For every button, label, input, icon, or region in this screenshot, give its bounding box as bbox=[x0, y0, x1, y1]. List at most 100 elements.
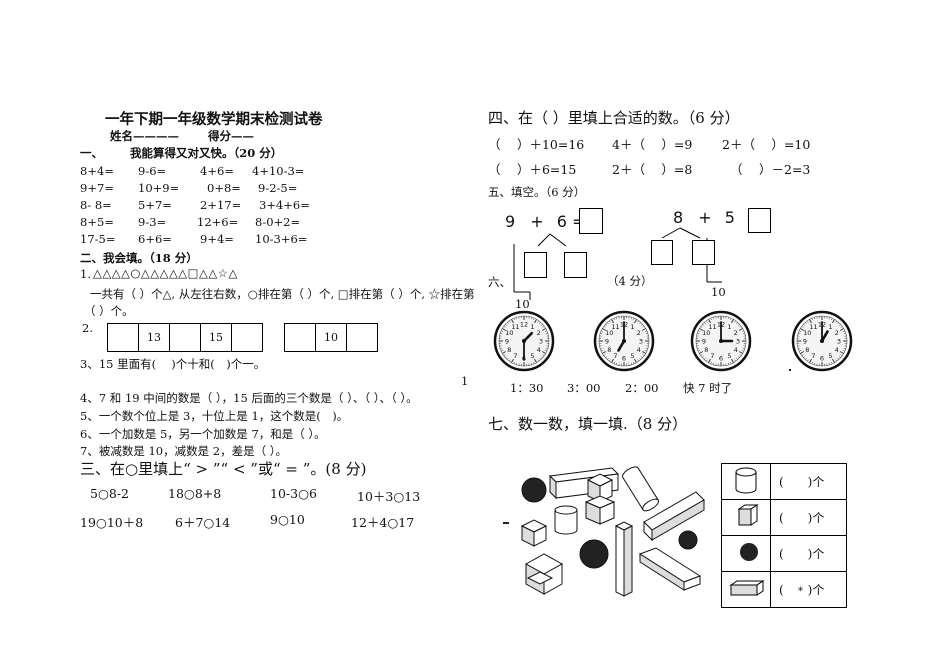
number-box[interactable] bbox=[107, 323, 139, 352]
calc-problem[interactable]: 6+6= bbox=[138, 232, 172, 246]
clock-tick bbox=[645, 333, 648, 335]
clock-numeral: 4 bbox=[835, 346, 839, 354]
compare-problem[interactable]: 5○8-2 bbox=[90, 486, 129, 501]
calc-problem[interactable]: 9-2-5= bbox=[258, 181, 298, 195]
clock-numeral: 9 bbox=[803, 338, 807, 346]
calc-problem[interactable]: 10-3+6= bbox=[255, 232, 308, 246]
clock-numeral: 3 bbox=[539, 338, 543, 346]
calc-problem[interactable]: 17-5= bbox=[80, 232, 116, 246]
asterisk-mark: * bbox=[798, 586, 803, 597]
calc-problem[interactable]: 4+10-3= bbox=[252, 164, 305, 178]
number-box[interactable] bbox=[284, 323, 316, 352]
q3[interactable]: 3、15 里面有( )个十和( )个一。 bbox=[80, 357, 266, 371]
calc-problem[interactable]: 9-3= bbox=[138, 215, 167, 229]
calc-problem[interactable]: 9-6= bbox=[138, 164, 167, 178]
clock-tick bbox=[697, 333, 700, 335]
number-box[interactable] bbox=[169, 323, 201, 352]
calc-problem[interactable]: 12+6= bbox=[197, 215, 239, 229]
q5[interactable]: 5、一个数个位上是 3，十位上是 1，这个数是( )。 bbox=[80, 409, 349, 423]
clock-tick bbox=[502, 351, 507, 354]
clock-tick bbox=[727, 362, 729, 365]
fill-problem[interactable]: （ ）＋6=15 bbox=[488, 162, 577, 177]
split-box[interactable] bbox=[651, 240, 673, 265]
clock-tick bbox=[803, 324, 806, 326]
calc-problem[interactable]: 2+17= bbox=[200, 198, 242, 212]
clock-numeral: 6 bbox=[820, 355, 824, 363]
compare-problem[interactable]: 10-3○6 bbox=[270, 486, 317, 501]
clock-tick bbox=[537, 359, 539, 362]
compare-problem[interactable]: 19○10＋8 bbox=[80, 515, 144, 530]
q6[interactable]: 6、一个加数是 5，另一个加数是 7，和是（ ）。 bbox=[80, 427, 326, 441]
clock-tick bbox=[540, 356, 543, 358]
clock-tick bbox=[832, 319, 835, 324]
number-box: 15 bbox=[200, 323, 232, 352]
ten-label: 10 bbox=[515, 297, 530, 311]
calc-problem[interactable]: 0+8= bbox=[207, 181, 241, 195]
clock-tick bbox=[713, 317, 715, 320]
calc-problem[interactable]: 5+7= bbox=[138, 198, 172, 212]
q4[interactable]: 4、7 和 19 中间的数是（ ），15 后面的三个数是（ ）、（ ）、（ ）。 bbox=[80, 391, 418, 405]
clock-numeral: 7 bbox=[613, 352, 617, 360]
compare-problem[interactable]: 6＋7○14 bbox=[175, 515, 231, 530]
answer-cell[interactable]: ( )个 bbox=[770, 571, 847, 608]
number-box[interactable] bbox=[346, 323, 378, 352]
split-box[interactable] bbox=[524, 252, 547, 278]
clock-tick bbox=[640, 324, 643, 326]
clock-numeral: 1 bbox=[630, 323, 634, 331]
calc-problem[interactable]: 9+7= bbox=[80, 181, 114, 195]
fill-problem[interactable]: （ ）＋10=16 bbox=[488, 137, 585, 152]
fill-problem[interactable]: 2＋（ ）=8 bbox=[612, 162, 693, 177]
sphere-icon bbox=[740, 543, 758, 561]
clock-tick bbox=[737, 324, 740, 326]
score-field[interactable]: 得分—— bbox=[208, 128, 254, 144]
clock-tick bbox=[503, 326, 506, 328]
fill-problem[interactable]: 2＋（ ）=10 bbox=[722, 137, 811, 152]
clock-tick bbox=[642, 354, 645, 356]
clock-tick bbox=[644, 330, 647, 332]
clock-tick bbox=[516, 362, 518, 365]
clock-tick bbox=[730, 318, 732, 321]
clock-tick bbox=[801, 326, 804, 328]
calc-problem[interactable]: 8+5= bbox=[80, 215, 114, 229]
calc-problem[interactable]: 8+4= bbox=[80, 164, 114, 178]
answer-box[interactable] bbox=[748, 208, 771, 233]
calc-problem[interactable]: 10+9= bbox=[138, 181, 180, 195]
clock-tick bbox=[541, 328, 546, 331]
compare-problem[interactable]: 10＋3○13 bbox=[357, 489, 421, 504]
answer-cell[interactable]: ( )个 bbox=[770, 463, 847, 500]
compare-problem[interactable]: 18○8+8 bbox=[168, 486, 222, 501]
calc-problem[interactable]: 8-0+2= bbox=[255, 215, 301, 229]
calc-problem[interactable]: 9+4= bbox=[200, 232, 234, 246]
clock-tick bbox=[801, 354, 804, 356]
clock-tick bbox=[741, 330, 744, 332]
compare-problem[interactable]: 12＋4○17 bbox=[351, 515, 415, 530]
q7[interactable]: 7、被减数是 10，减数是 2，差是（ ）。 bbox=[80, 444, 287, 458]
fill-problem[interactable]: 4＋（ ）=9 bbox=[612, 137, 693, 152]
clock-tick bbox=[710, 361, 712, 364]
calc-problem[interactable]: 3+4+6= bbox=[259, 198, 310, 212]
split-box[interactable] bbox=[692, 240, 715, 265]
q1-question-cont[interactable]: （ ）个。 bbox=[84, 304, 134, 318]
clock-tick bbox=[609, 359, 611, 362]
compare-problem[interactable]: 9○10 bbox=[270, 512, 305, 527]
q1-question[interactable]: 一共有（ ）个△, 从左往右数，○排在第（ ）个, □排在第（ ）个, ☆排在第 bbox=[90, 287, 475, 301]
clock-numeral: 3 bbox=[639, 338, 643, 346]
clock-tick bbox=[502, 328, 507, 331]
answer-cell[interactable]: ( )个 bbox=[770, 535, 847, 572]
fill-problem[interactable]: （ ）－2=3 bbox=[730, 162, 811, 177]
calc-problem[interactable]: 8- 8= bbox=[80, 198, 112, 212]
clock-tick bbox=[843, 347, 846, 349]
name-field[interactable]: 姓名———— bbox=[110, 128, 179, 144]
clock-numeral: 10 bbox=[505, 329, 513, 337]
split-box[interactable] bbox=[564, 252, 587, 278]
clock-tick bbox=[697, 347, 700, 349]
answer-cell[interactable]: ( )个 bbox=[770, 499, 847, 536]
calc-problem[interactable]: 4+6= bbox=[200, 164, 234, 178]
clock-numeral: 3 bbox=[736, 338, 740, 346]
answer-box[interactable] bbox=[579, 208, 603, 234]
number-box[interactable] bbox=[231, 323, 263, 352]
clock-numeral: 1 bbox=[530, 323, 534, 331]
clock-tick bbox=[633, 361, 635, 364]
clock-tick bbox=[634, 319, 637, 324]
